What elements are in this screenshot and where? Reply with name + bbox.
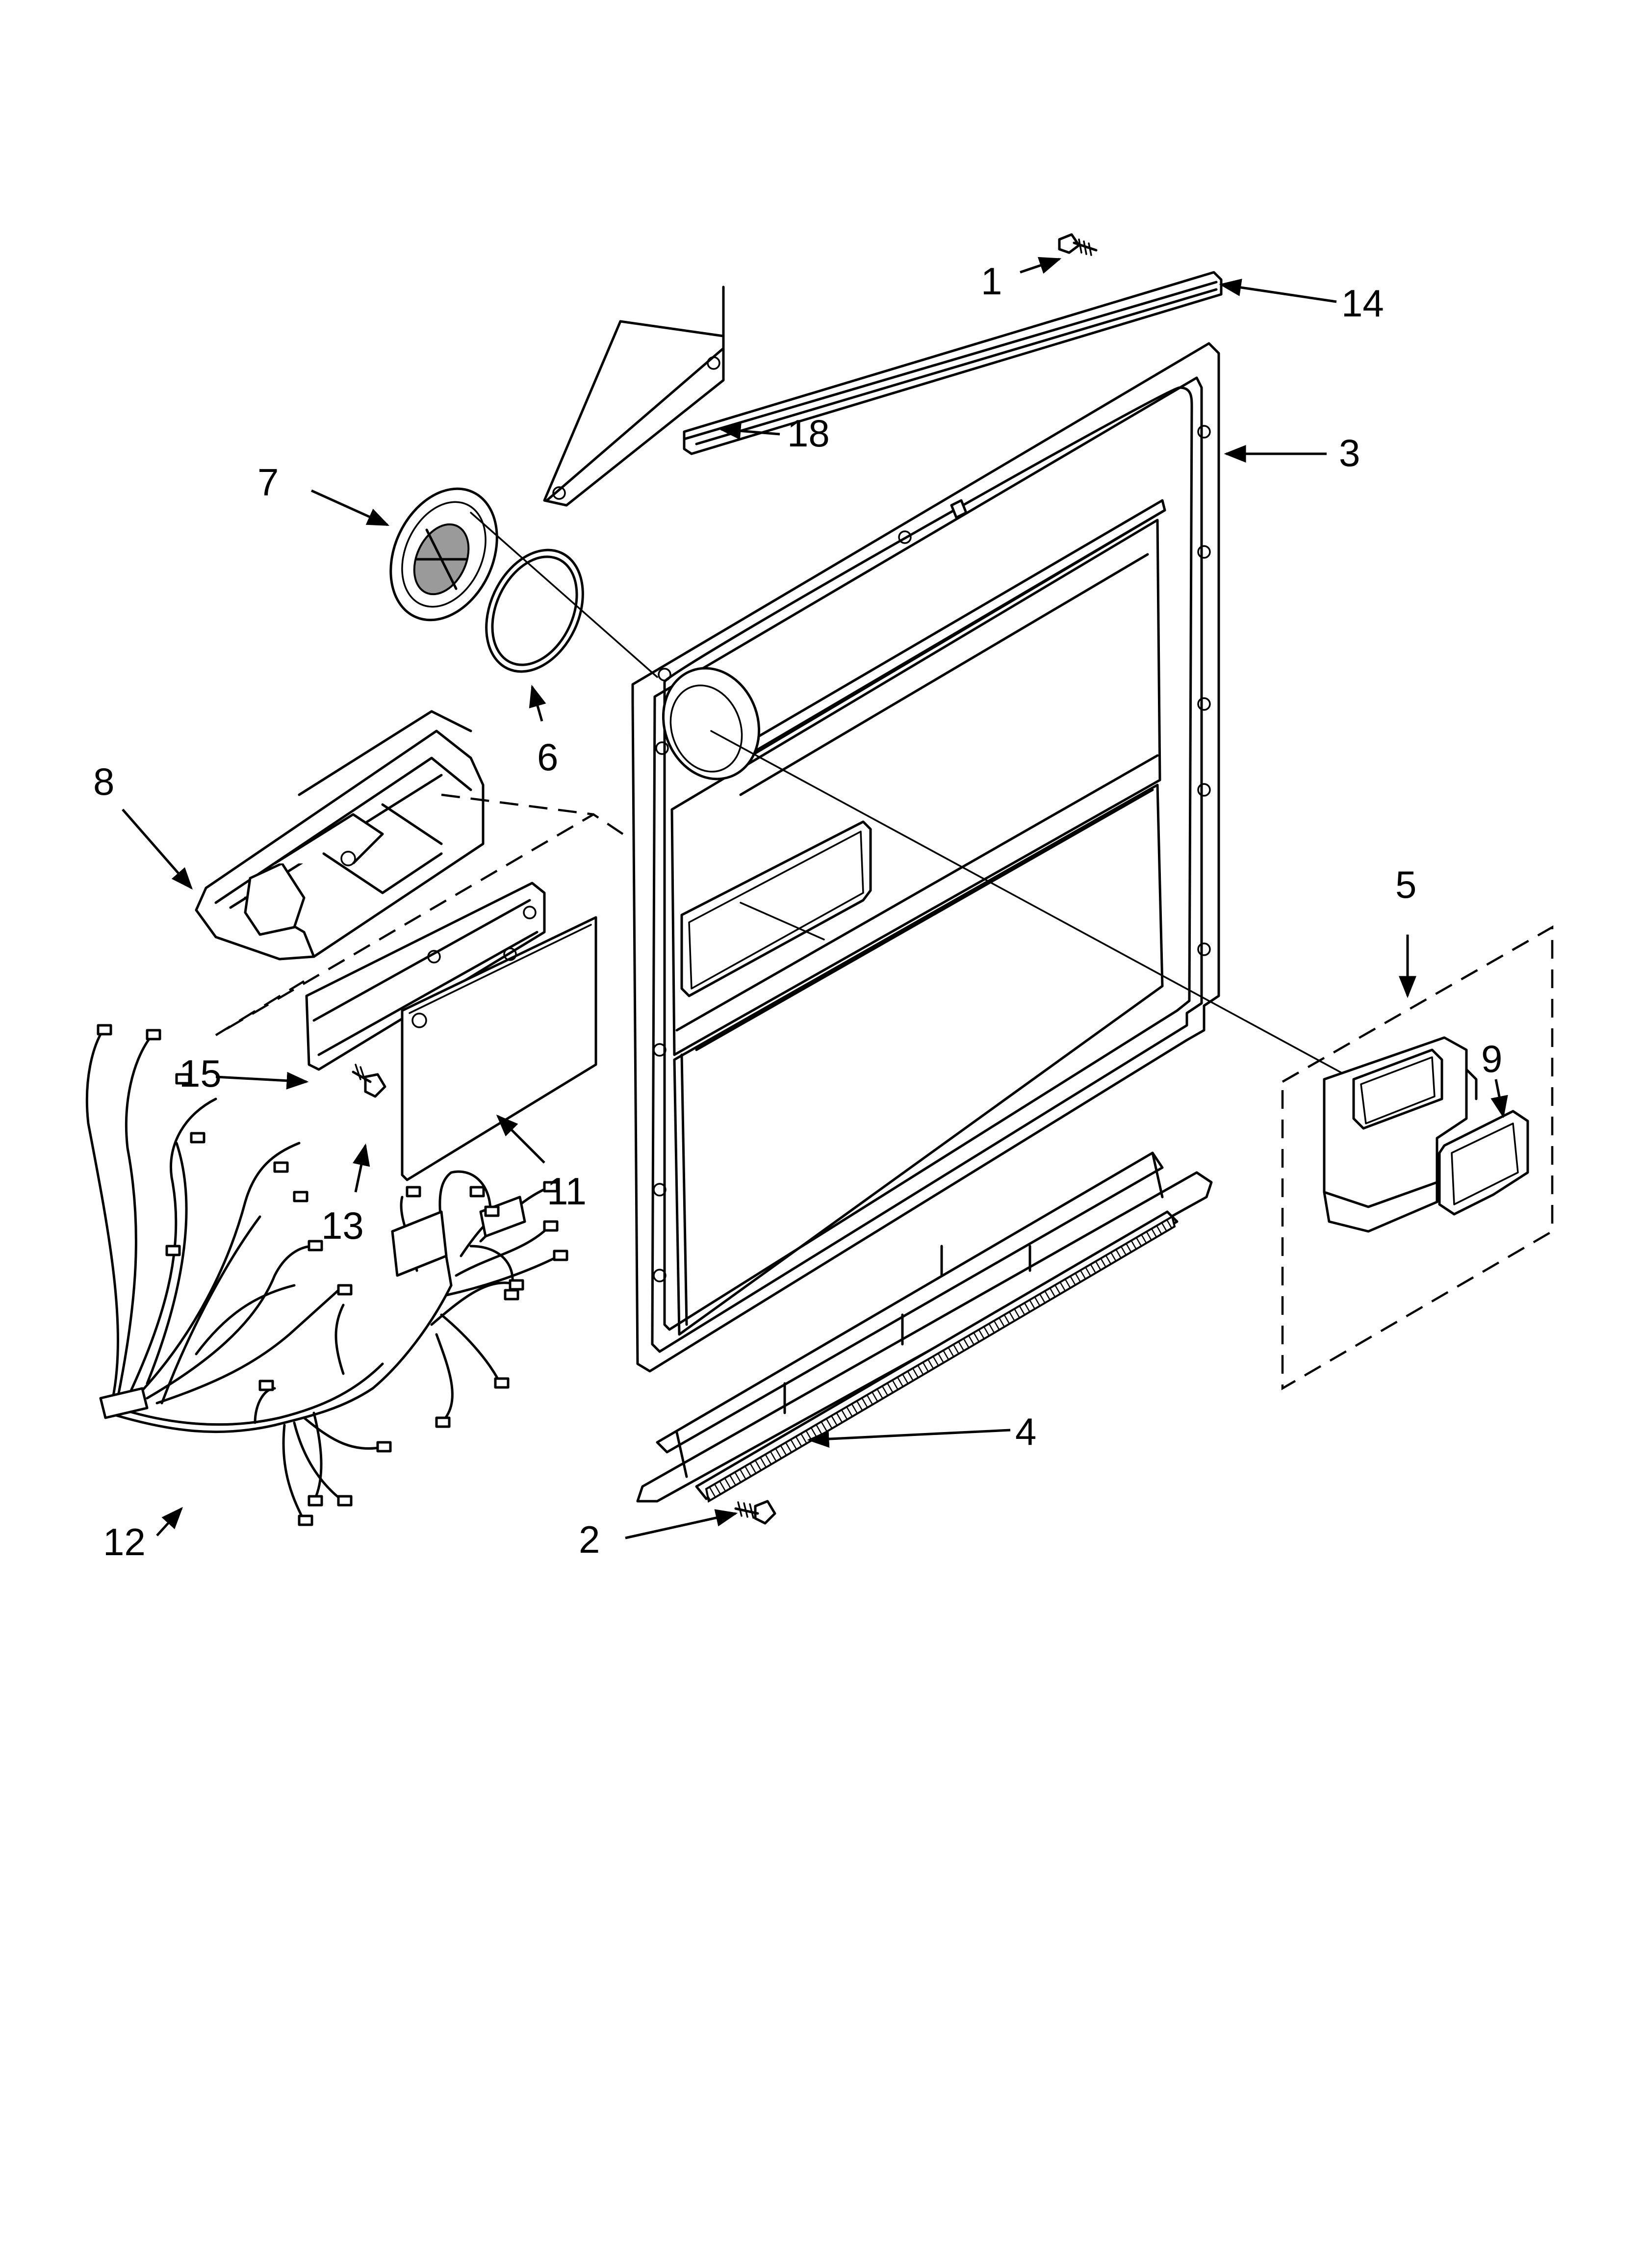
vent-cover-part-7 xyxy=(389,487,498,622)
vent-duct-assembly xyxy=(1323,1036,1478,1233)
gasket-part-9 xyxy=(1438,1110,1529,1216)
screw-part-13 xyxy=(352,1064,386,1098)
callout-3: 3 xyxy=(1339,431,1360,474)
callout-6: 6 xyxy=(537,735,558,779)
screw-part-2 xyxy=(734,1500,776,1525)
callout-12: 12 xyxy=(103,1520,146,1564)
wire-harness-part-12 xyxy=(85,1024,568,1526)
callout-leaders xyxy=(122,257,1508,1539)
callout-7: 7 xyxy=(257,461,279,504)
panel-to-vent-line xyxy=(710,730,1355,1080)
callout-8: 8 xyxy=(93,760,114,803)
control-board-group-boundary xyxy=(215,793,624,1036)
callout-labels: 1 14 3 18 7 6 8 5 9 15 11 13 4 2 12 xyxy=(93,260,1502,1564)
callout-2: 2 xyxy=(579,1518,600,1561)
panel-mounting-holes xyxy=(653,425,1211,1282)
callout-11: 11 xyxy=(547,1170,587,1213)
control-housing-part-8 xyxy=(195,710,485,961)
callout-9: 9 xyxy=(1481,1037,1502,1080)
vent-assembly-group-boundary xyxy=(1281,925,1554,1390)
callout-13: 13 xyxy=(321,1204,364,1247)
callout-15: 15 xyxy=(179,1052,222,1095)
callout-14: 14 xyxy=(1341,282,1384,325)
callout-5: 5 xyxy=(1395,863,1416,906)
callout-18: 18 xyxy=(787,412,830,455)
gasket-ring-part-6 xyxy=(485,548,584,673)
callout-1: 1 xyxy=(981,260,1002,303)
control-board-part-11 xyxy=(401,916,597,1181)
screw-part-1 xyxy=(1058,233,1098,256)
harness-connectors xyxy=(97,1024,568,1526)
bottom-trim-part-4 xyxy=(636,1151,1213,1503)
callout-4: 4 xyxy=(1015,1410,1036,1453)
vent-alignment-line xyxy=(470,512,658,678)
insulator-panel-part-15 xyxy=(305,882,546,1071)
bracket-part-18 xyxy=(543,286,725,507)
inner-door-panel xyxy=(631,342,1220,1373)
